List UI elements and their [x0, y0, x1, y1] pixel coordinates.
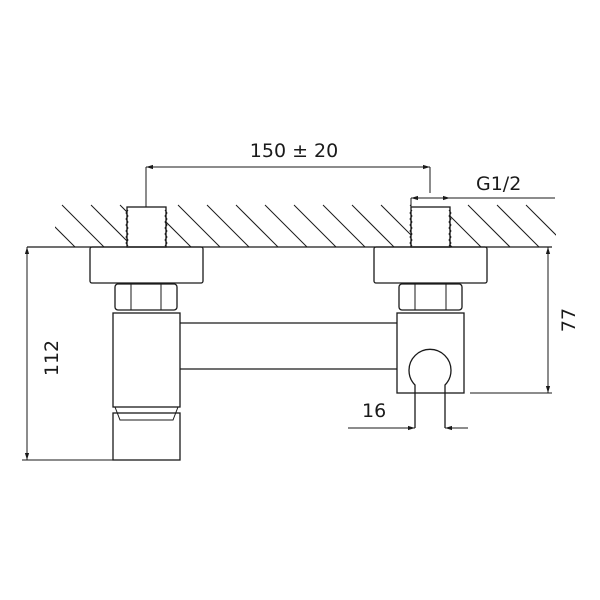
hatch-line	[55, 204, 76, 247]
hatch-line	[351, 204, 395, 247]
outlet-ring	[408, 348, 452, 393]
right-hex-nut	[398, 283, 463, 311]
left-flange	[89, 246, 204, 284]
dimension-outlet-height: 77	[470, 247, 580, 394]
hatch-line	[206, 204, 250, 247]
hatch-line	[293, 204, 337, 247]
dimension-spacing: 150 ± 20	[145, 140, 431, 207]
dimension-outlet-diameter: 16	[348, 400, 468, 431]
right-flange	[373, 246, 488, 284]
left-connection	[89, 206, 204, 461]
outlet-stem	[414, 393, 446, 428]
left-thread-stub	[126, 206, 167, 248]
hatch-line	[322, 204, 366, 247]
hatch-line	[264, 204, 308, 247]
hatch-line	[90, 204, 134, 247]
right-body	[396, 312, 465, 394]
right-thread-stub	[410, 206, 451, 248]
outlet-diameter-label: 16	[362, 400, 386, 422]
spacing-label: 150 ± 20	[250, 140, 338, 162]
hatch-line	[525, 204, 556, 247]
total-height-label: 112	[41, 340, 63, 376]
thread-label: G1/2	[476, 173, 521, 195]
hatch-line	[61, 204, 105, 247]
wall-hatching	[55, 204, 556, 247]
outlet-height-label: 77	[558, 308, 580, 332]
left-body	[112, 312, 181, 408]
left-hex-nut	[114, 283, 178, 311]
right-connection	[373, 206, 488, 428]
hatch-line	[467, 204, 511, 247]
hatch-line	[409, 204, 453, 247]
dimension-total-height: 112	[22, 247, 160, 461]
hatch-line	[496, 204, 540, 247]
hatch-line	[235, 204, 279, 247]
hatch-line	[177, 204, 221, 247]
mixer-bar	[180, 322, 397, 370]
dimension-thread: G1/2	[410, 173, 555, 207]
